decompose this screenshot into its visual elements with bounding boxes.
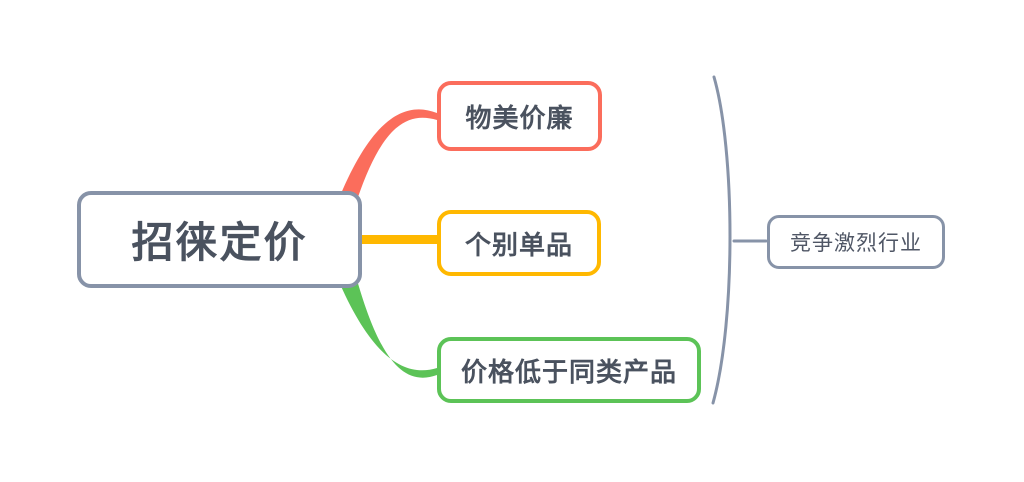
branch-node-3[interactable]: 价格低于同类产品 (437, 337, 701, 403)
root-node-label: 招徕定价 (131, 219, 308, 266)
branch-node-1-label: 物美价廉 (465, 102, 574, 133)
group-note-node[interactable]: 竞争激烈行业 (767, 215, 945, 269)
group-brace (711, 75, 732, 405)
connector-curve-green (340, 280, 437, 378)
connector-curve-red (340, 109, 437, 200)
branch-node-3-label: 价格低于同类产品 (460, 356, 677, 387)
connector-line-orange (362, 235, 437, 244)
branch-node-1[interactable]: 物美价廉 (437, 81, 602, 151)
root-node[interactable]: 招徕定价 (77, 191, 362, 288)
branch-node-2[interactable]: 个别单品 (437, 210, 601, 276)
branch-node-2-label: 个别单品 (464, 229, 573, 260)
group-note-label: 竞争激烈行业 (790, 232, 922, 255)
